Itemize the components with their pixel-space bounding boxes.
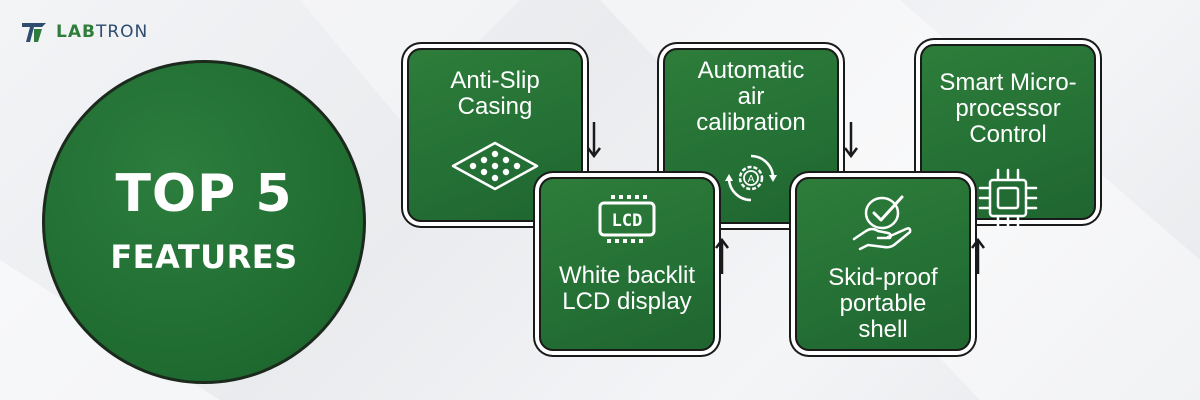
brand-name: LABTRON bbox=[56, 22, 149, 42]
flow-arrow-2-icon bbox=[715, 237, 729, 274]
hand-check-icon bbox=[852, 195, 912, 251]
flow-arrow-3-icon bbox=[844, 122, 858, 159]
microchip-icon bbox=[978, 168, 1038, 227]
flow-arrow-1-icon bbox=[587, 122, 601, 159]
feature-label: Smart Micro-processor Control bbox=[939, 69, 1077, 148]
labtron-logo-icon bbox=[22, 23, 46, 42]
feature-label: Anti-Slip Casing bbox=[450, 67, 540, 120]
anti-slip-pad-icon bbox=[451, 141, 539, 191]
feature-card-lcd: LCD White backlit LCD display bbox=[539, 177, 715, 351]
auto-calibration-icon: A bbox=[725, 154, 777, 201]
feature-card-skid-proof: Skid-proof portable shell bbox=[795, 177, 971, 351]
feature-label: Automatic air calibration bbox=[696, 57, 806, 136]
badge-title: TOP 5 bbox=[115, 164, 293, 224]
top-features-badge: TOP 5 FEATURES bbox=[42, 60, 366, 384]
feature-card-microprocessor: Smart Micro-processor Control bbox=[920, 44, 1096, 227]
flow-arrow-4-icon bbox=[971, 237, 985, 274]
lcd-icon: LCD bbox=[598, 195, 656, 243]
brand-logo: LABTRON bbox=[20, 18, 148, 46]
feature-label: Skid-proof portable shell bbox=[828, 264, 938, 343]
calibration-letter: A bbox=[748, 174, 755, 185]
lcd-icon-text: LCD bbox=[612, 211, 643, 231]
feature-label: White backlit LCD display bbox=[558, 262, 696, 315]
badge-subtitle: FEATURES bbox=[110, 238, 298, 276]
